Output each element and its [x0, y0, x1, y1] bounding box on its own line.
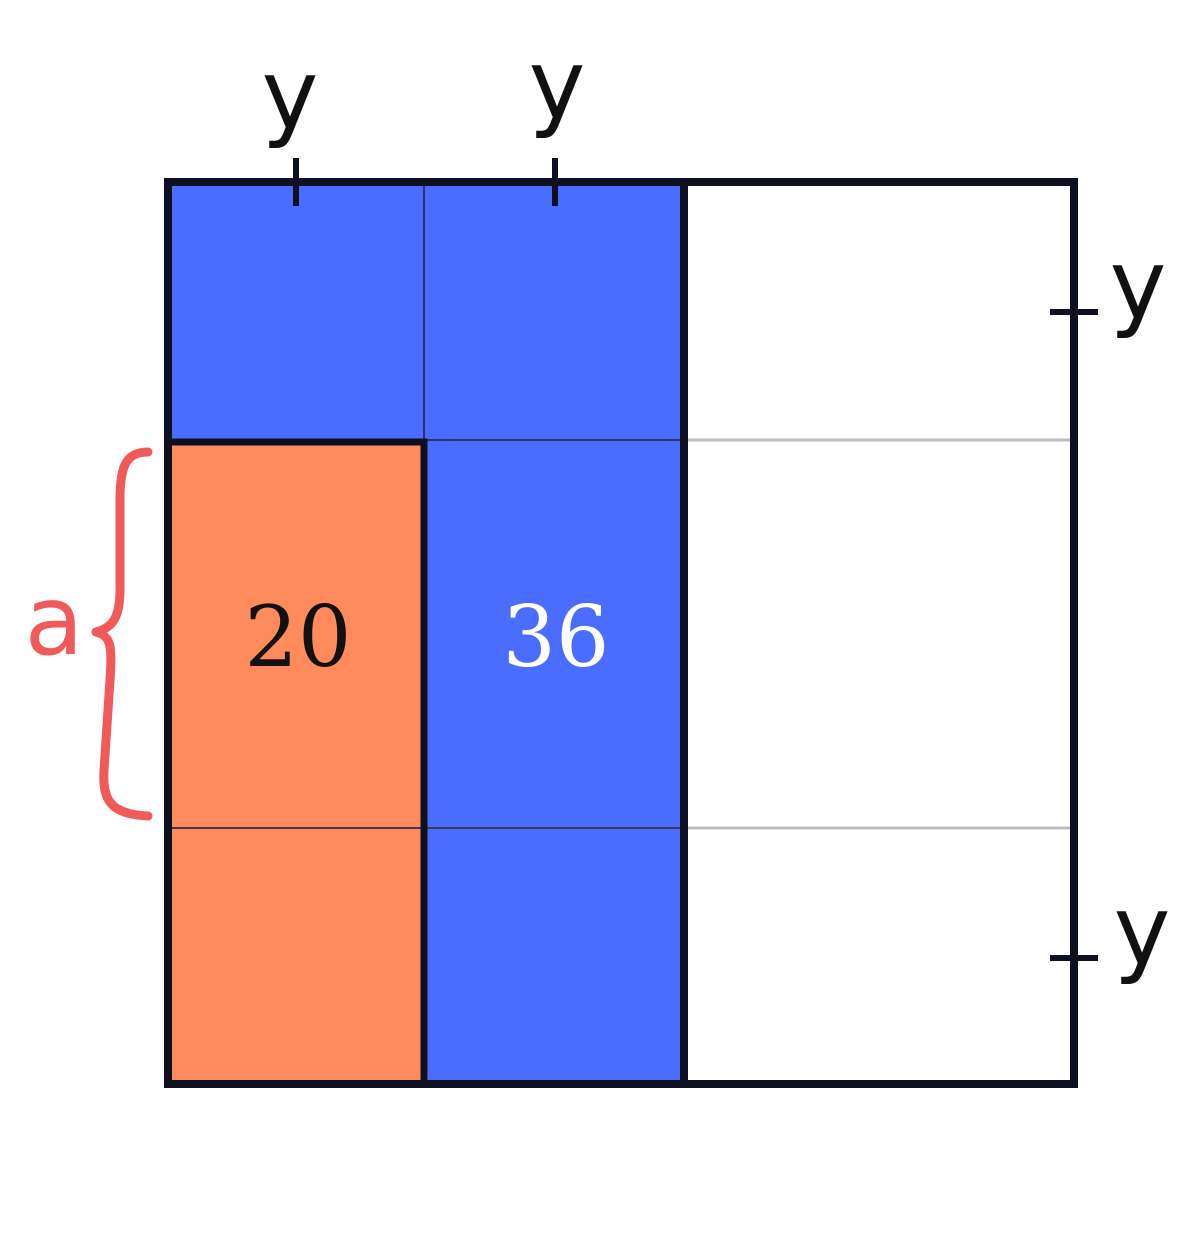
orange-outline	[168, 438, 428, 1084]
blue-region-top	[168, 182, 684, 442]
outer-square	[164, 178, 1078, 1088]
label-y-right-top: y	[1110, 229, 1167, 341]
label-y-right-bottom: y	[1114, 875, 1171, 987]
label-y-top-right: y	[529, 29, 586, 141]
label-y-top-left: y	[262, 39, 319, 151]
brace-label-a: a	[25, 565, 84, 677]
blue-region-column	[424, 440, 684, 1084]
brace-annotation	[91, 447, 153, 821]
blue-cell-value: 36	[503, 588, 610, 686]
orange-cell-value: 20	[245, 588, 352, 686]
orange-region	[168, 442, 424, 1084]
